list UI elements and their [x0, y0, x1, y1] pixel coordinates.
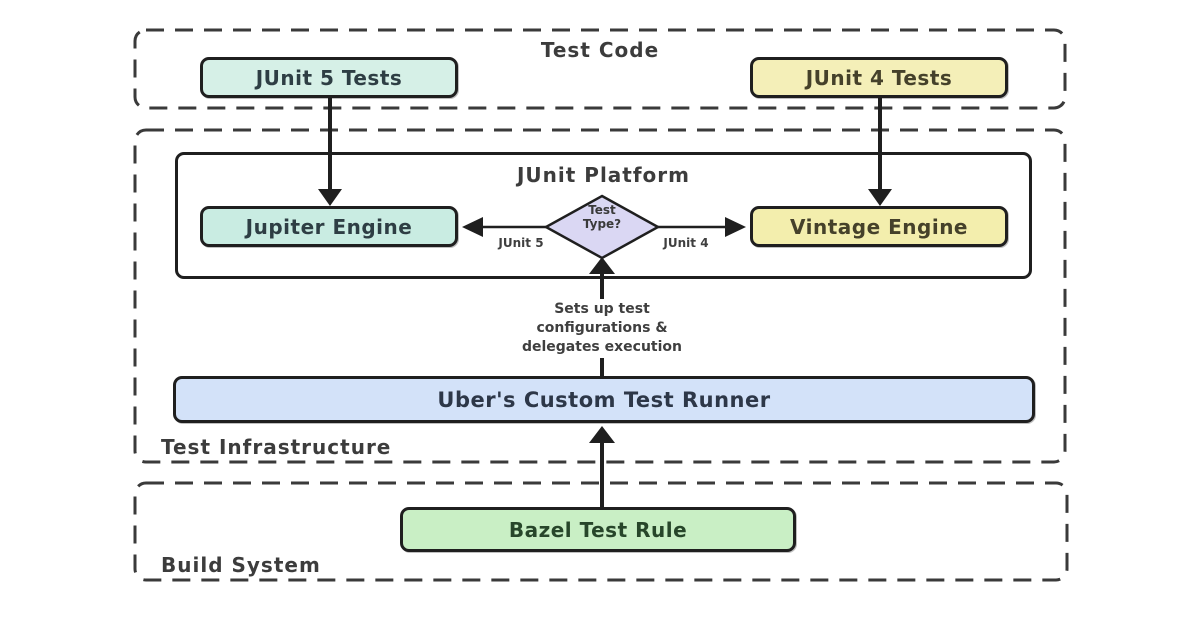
node-vintage-engine-label: Vintage Engine [790, 214, 968, 239]
node-jupiter-engine-label: Jupiter Engine [245, 214, 413, 239]
node-junit4-tests-label: JUnit 4 Tests [805, 65, 953, 90]
node-bazel-test-rule-label: Bazel Test Rule [508, 517, 688, 542]
node-junit4-tests: JUnit 4 Tests [750, 57, 1008, 98]
node-uber-test-runner: Uber's Custom Test Runner [173, 376, 1035, 423]
node-junit5-tests-label: JUnit 5 Tests [255, 65, 403, 90]
section-label-build-system: Build System [161, 553, 321, 577]
node-bazel-test-rule: Bazel Test Rule [400, 507, 796, 552]
node-junit5-tests: JUnit 5 Tests [200, 57, 458, 98]
junit-platform-title: JUnit Platform [516, 163, 690, 187]
node-jupiter-engine: Jupiter Engine [200, 206, 458, 247]
node-vintage-engine: Vintage Engine [750, 206, 1008, 247]
node-uber-test-runner-label: Uber's Custom Test Runner [437, 387, 771, 412]
section-label-test-infrastructure: Test Infrastructure [161, 435, 392, 459]
